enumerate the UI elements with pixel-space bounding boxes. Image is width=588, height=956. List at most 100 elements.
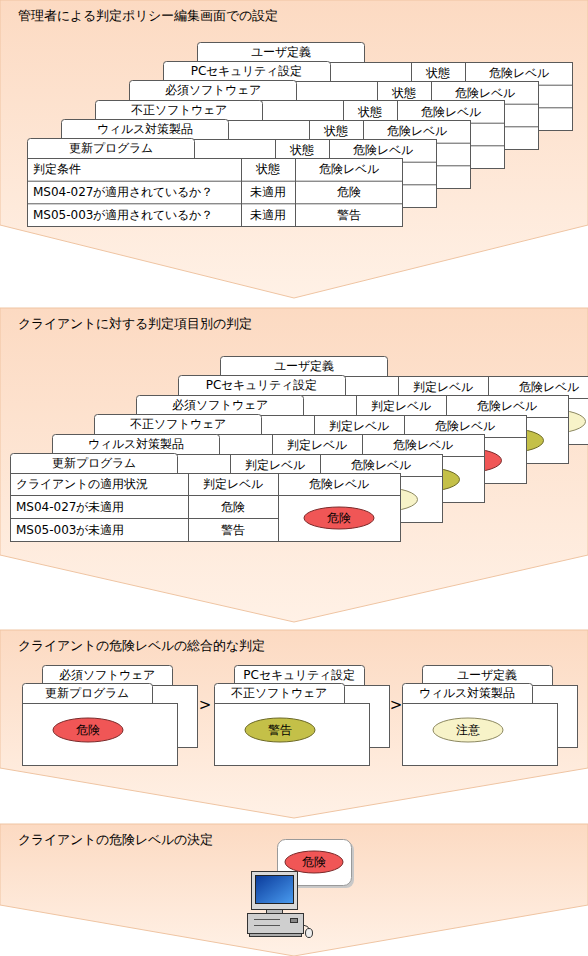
drive-slot [254,925,280,926]
card-tab [198,43,365,63]
tab-label: 不正ソフトウェア [95,100,262,120]
card-outline [28,139,403,227]
pc-base [250,934,302,937]
table-cell: クライアントの適用状況 [10,473,188,495]
oval-outline [433,718,503,742]
card-tab [137,395,304,415]
flow-band: 管理者による判定ポリシー編集画面での設定ユーザ定義状態危険レベルPCセキュリティ… [0,0,588,298]
table-cell: MS05-003が未適用 [10,518,188,541]
band-title: 管理者による判定ポリシー編集画面での設定 [18,7,570,25]
card-body [215,704,370,766]
oval-outline [285,851,343,873]
level-text: 注意 [432,717,504,743]
table-cell: MS05-003が適用されているか？ [27,203,241,226]
band-outline [0,824,588,956]
card-tab [403,684,533,704]
card-outline [23,684,178,766]
tab-label: 不正ソフトウェア [94,414,261,434]
card-outline [403,684,558,766]
mouse [306,929,313,938]
band-outline [0,0,588,298]
table-rule [11,518,279,519]
table-rule [241,159,242,227]
tab-label: ユーザ定義 [220,356,387,376]
tab-label: 必須ソフトウェア [42,665,172,685]
card-tab [423,666,553,686]
table-cell: 判定条件 [27,158,241,181]
band-outline [0,630,588,818]
card-tab [43,666,173,686]
table-cell: 警告 [188,518,278,541]
tab-label: 必須ソフトウェア [136,395,303,415]
level-oval: 注意 [432,717,504,743]
tab-label: 更新プログラム [22,683,152,703]
band-title: クライアントに対する判定項目別の判定 [18,315,570,333]
card-tab [179,376,346,396]
power-button [291,919,298,923]
drive-slot [254,919,280,920]
table-cell: 未適用 [241,203,295,226]
level-text: 危険 [303,506,375,530]
level-oval: 危険 [52,717,124,743]
table-rule [28,203,403,204]
callout-box [278,840,352,886]
table-cell: 判定レベル [230,454,320,476]
table-rule [188,474,189,542]
monitor-stand [267,910,283,914]
tab-card: 更新プログラム判定条件状態危険レベルMS04-027が適用されているか？未適用危… [27,138,402,226]
tab-label: 不正ソフトウェア [214,683,344,703]
table-rule [11,495,401,496]
callout-shadow [280,842,354,888]
table-rule [278,474,279,542]
card-tab [164,62,331,82]
table-cell: 判定レベル [356,395,446,417]
table-cell: 危険レベル [488,376,588,398]
table-cell: 危険 [295,181,402,204]
comparison-sign: > [388,695,404,715]
table-cell: 危険レベル [320,454,442,476]
card-outline [11,454,401,542]
tab-label: PCセキュリティ設定 [178,375,345,395]
table-cell: 判定レベル [272,434,362,456]
level-text: 危険 [284,850,344,874]
card-body [23,704,178,766]
tab-label: ウィルス対策製品 [402,683,532,703]
monitor [252,872,298,910]
card-tab [235,666,365,686]
tab-label: 更新プログラム [27,138,194,158]
tab-label: ウィルス対策製品 [52,434,219,454]
table-rule [295,159,296,227]
band-title: クライアントの危険レベルの総合的な判定 [18,637,570,655]
monitor-screen [256,876,294,904]
table-cell: 危険レベル [362,434,484,456]
table-cell: 危険レベル [446,395,568,417]
card-outline [215,684,370,766]
level-text: 危険 [52,717,124,743]
table-cell: 危険 [188,495,278,518]
tab-label: PCセキュリティ設定 [234,665,364,685]
oval-outline [53,718,123,742]
tab-label: 更新プログラム [10,453,177,473]
level-oval: 警告 [244,717,316,743]
tab-label: 必須ソフトウェア [129,80,296,100]
level-oval: 危険 [284,850,344,874]
card-body [11,474,401,542]
comparison-sign: > [197,695,213,715]
card-tab [62,119,229,139]
level-oval: 危険 [303,506,375,530]
oval-outline [304,507,374,529]
card-body [28,159,403,227]
table-cell: 未適用 [241,181,295,204]
table-cell: 状態 [241,158,295,181]
flow-band: クライアントの危険レベルの総合的な判定 > > 必須ソフトウェア更新プログラム危険 PC… [0,630,588,818]
card-tab [23,684,153,704]
card-tab [11,454,178,474]
pc-unit [248,914,304,934]
table-cell: 判定レベル [398,376,488,398]
card-body [403,704,558,766]
card-tab [96,100,263,120]
table-rule [28,181,403,182]
card-tab [215,684,345,704]
table-cell: 判定レベル [188,473,278,495]
